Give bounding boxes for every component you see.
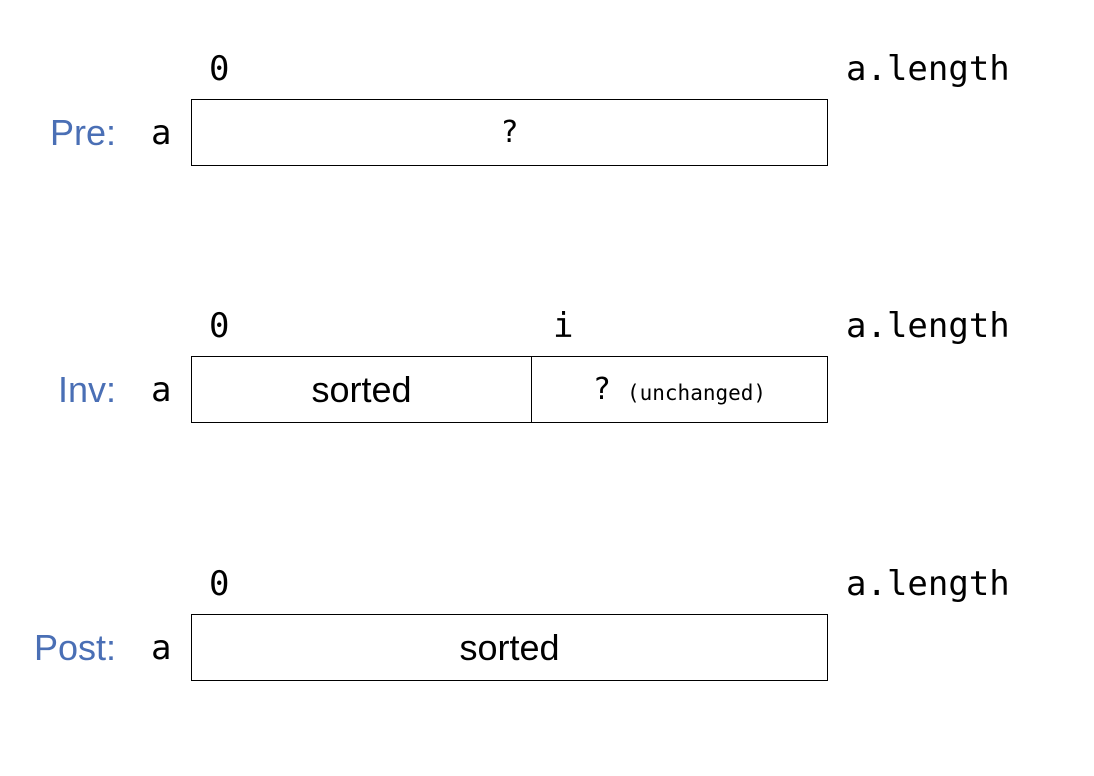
- segment-text: sorted: [459, 626, 560, 668]
- segment-note: (unchanged): [626, 380, 767, 405]
- start-index: 0: [209, 49, 230, 89]
- array-name: a: [151, 113, 172, 153]
- sorted-segment: sorted: [192, 615, 827, 680]
- end-index: a.length: [846, 564, 1010, 604]
- start-index: 0: [209, 306, 230, 346]
- postcondition-row: 0 a.length Post: a sorted: [0, 560, 1094, 681]
- end-index: a.length: [846, 306, 1010, 346]
- unknown-segment: ?: [192, 100, 827, 165]
- unknown-segment: ? (unchanged): [532, 357, 827, 422]
- precondition-row: 0 a.length Pre: a ?: [0, 45, 1094, 166]
- segment-text: ?: [500, 115, 519, 150]
- end-index: a.length: [846, 49, 1010, 89]
- start-index: 0: [209, 564, 230, 604]
- array-name: a: [151, 628, 172, 668]
- array-box: ?: [191, 99, 828, 166]
- array-box: sorted ? (unchanged): [191, 356, 828, 423]
- precondition-label: Pre:: [49, 112, 116, 153]
- invariant-row: 0 i a.length Inv: a sorted ? (unchanged): [0, 302, 1094, 423]
- split-index: i: [553, 306, 574, 346]
- segment-text: sorted: [311, 368, 412, 410]
- invariant-label: Inv:: [57, 369, 116, 410]
- sorted-segment: sorted: [192, 357, 532, 422]
- array-name: a: [151, 370, 172, 410]
- array-box: sorted: [191, 614, 828, 681]
- segment-text: ?: [592, 372, 611, 407]
- postcondition-label: Post:: [33, 627, 116, 668]
